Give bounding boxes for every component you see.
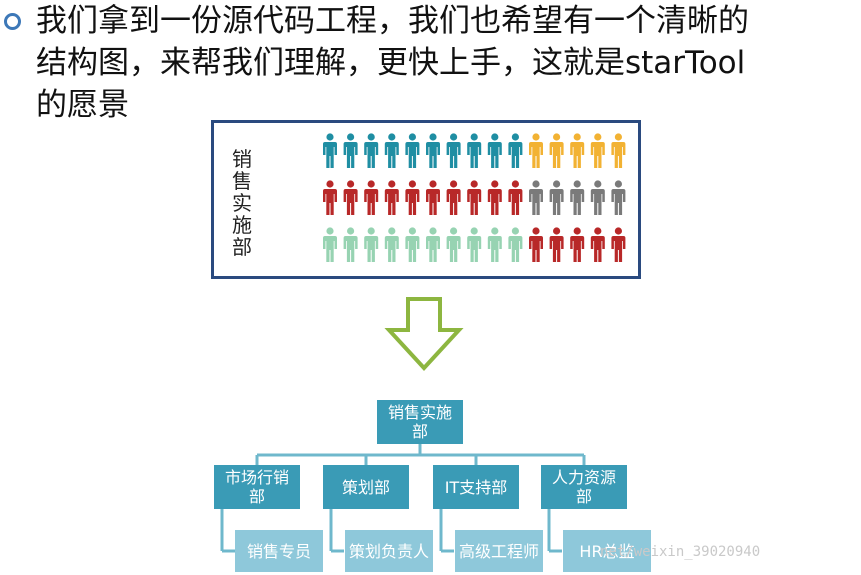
down-arrow-icon — [384, 297, 464, 371]
person-icon — [364, 133, 379, 168]
person-icon — [590, 133, 605, 168]
person-icon — [570, 133, 585, 168]
org-dept-node: IT支持部 — [433, 465, 519, 509]
person-icon — [549, 133, 564, 168]
person-icon — [611, 180, 626, 215]
org-sub-label: HR总监 — [579, 541, 635, 561]
person-icon — [467, 227, 482, 262]
person-icon — [570, 180, 585, 215]
person-icon — [426, 133, 440, 168]
org-sub-node: HR总监 — [563, 530, 651, 572]
person-icon — [611, 133, 626, 168]
org-sub-node: 高级工程师 — [455, 530, 543, 572]
person-icon — [405, 180, 420, 215]
person-icon — [590, 227, 605, 262]
person-icon — [384, 180, 399, 215]
person-icon — [487, 133, 502, 168]
person-icon — [446, 133, 461, 168]
person-icon — [405, 227, 420, 262]
org-sub-node: 策划负责人 — [345, 530, 433, 572]
person-icon — [343, 133, 358, 168]
org-dept-node: 策划部 — [323, 465, 409, 509]
person-icon — [364, 227, 379, 262]
person-icon — [508, 180, 523, 215]
org-sub-label: 高级工程师 — [459, 541, 540, 561]
person-icon — [446, 180, 461, 215]
person-icon — [323, 227, 337, 262]
person-icon — [549, 227, 564, 262]
org-dept-node: 人力资源部 — [541, 465, 627, 509]
org-sub-label: 策划负责人 — [349, 541, 430, 561]
person-icon — [405, 133, 420, 168]
org-root-label: 销售实施部 — [387, 403, 452, 441]
person-icon — [467, 133, 482, 168]
org-sub-label: 销售专员 — [246, 541, 311, 561]
bullet-icon — [4, 13, 21, 30]
person-icon — [426, 180, 440, 215]
org-dept-node: 市场行销部 — [214, 465, 300, 509]
person-icon — [364, 180, 379, 215]
person-icon — [384, 227, 399, 262]
person-icon — [570, 227, 585, 262]
org-root-node: 销售实施部 — [377, 400, 463, 444]
intro-paragraph: 我们拿到一份源代码工程，我们也希望有一个清晰的 结构图，来帮我们理解，更快上手，… — [36, 3, 749, 123]
person-icon — [487, 180, 502, 215]
person-icon — [529, 227, 543, 262]
org-dept-label: 人力资源部 — [551, 468, 616, 506]
org-dept-label: IT支持部 — [444, 477, 508, 497]
watermark-text: net/weixin_39020940 — [600, 544, 761, 560]
person-icon — [508, 227, 523, 262]
person-icon — [343, 180, 358, 215]
people-grid — [323, 133, 626, 262]
person-icon — [611, 227, 626, 262]
person-icon — [343, 227, 358, 262]
person-icon — [323, 133, 337, 168]
org-dept-label: 策划部 — [341, 477, 390, 497]
person-icon — [467, 180, 482, 215]
person-icon — [508, 133, 523, 168]
person-icon — [487, 227, 502, 262]
person-icon — [529, 180, 543, 215]
crowd-label: 销售实施部 — [232, 147, 252, 259]
person-icon — [549, 180, 564, 215]
person-icon — [426, 227, 440, 262]
person-icon — [529, 133, 543, 168]
org-dept-label: 市场行销部 — [224, 468, 289, 506]
person-icon — [446, 227, 461, 262]
org-sub-node: 销售专员 — [235, 530, 323, 572]
person-icon — [590, 180, 605, 215]
person-icon — [323, 180, 337, 215]
person-icon — [384, 133, 399, 168]
